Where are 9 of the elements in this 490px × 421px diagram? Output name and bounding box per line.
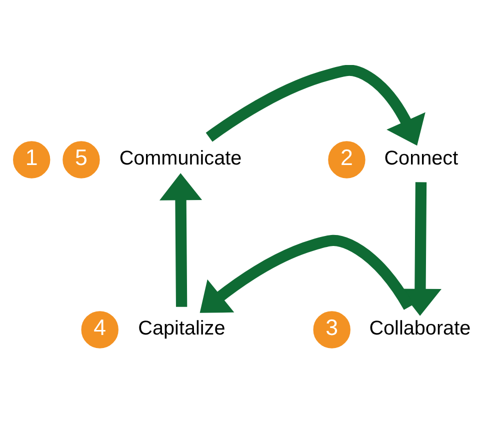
node-text: Capitalize (138, 316, 226, 339)
node-label: 4 (94, 314, 106, 340)
node-text: Connect (384, 146, 458, 169)
node-text: Communicate (119, 146, 242, 169)
node-label: 5 (75, 144, 88, 170)
node-text: Collaborate (369, 316, 471, 339)
node-label: 2 (340, 144, 353, 170)
node-label: 1 (25, 144, 38, 170)
node-label: 3 (326, 314, 338, 340)
